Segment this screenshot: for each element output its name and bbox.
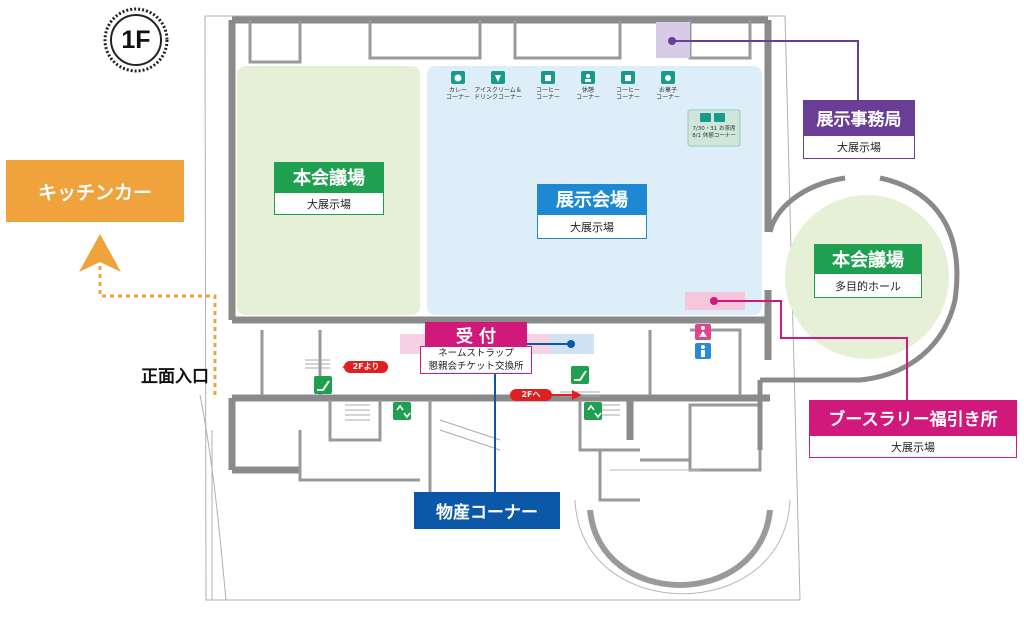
from-2f-label: 2Fより [352,362,380,371]
rest-line-2: コーナー [575,94,600,101]
coffee-2-line-1: コーヒー [615,87,640,94]
escalator-icon [571,366,589,384]
to-2f-arrow-head [572,390,582,400]
office-subtitle: 大展示場 [803,135,915,159]
coffee-1-line-1: コーヒー [535,87,560,94]
rest-icon [581,71,595,84]
multipurpose-title: 本会議場 [814,244,922,273]
tea-corner-label: 7/30・31 お茶席 8/1 休憩コーナー [688,126,740,140]
restroom-male-icon [695,343,711,359]
sweets-line-2: コーナー [655,94,680,101]
reception-line-1: ネームストラップ [438,348,514,359]
restroom-female-icon [695,324,711,340]
building-outline [199,15,801,601]
annex-walls [757,175,960,450]
main-hall-large-title: 本会議場 [274,162,384,192]
to-2f-tag [510,389,552,401]
sweets-label: お菓子 コーナー [648,87,688,101]
sweets-line-1: お菓子 [658,87,677,94]
tea-line-1: 7/30・31 お茶席 [692,126,736,132]
curry-line-1: カレー [448,87,467,94]
kitchen-car-arrow [79,234,121,272]
rotunda [587,509,773,588]
kitchen-car-title: キッチンカー [6,160,184,222]
ice-cream-label: アイスクリーム＆ ドリンクコーナー [474,87,522,101]
reception-line-2: 懇親会チケット交換所 [428,361,524,372]
rest-line-1: 休憩 [581,87,594,94]
ice-cream-line-1: アイスクリーム＆ [474,87,522,94]
coffee-2-line-2: コーナー [615,94,640,101]
sweets-icon [661,71,675,84]
main-hall-large-subtitle: 大展示場 [274,192,384,215]
ice-cream-icon [491,71,505,84]
coffee-icon [541,71,555,84]
entrance-label: 正面入口 [141,367,209,387]
coffee-label-2: コーヒー コーナー [608,87,648,101]
lottery-title: ブースラリー福引き所 [809,400,1017,435]
curry-icon [451,71,465,84]
rotunda-lines [574,469,791,595]
coffee-icon [621,71,635,84]
office-leader-line [672,40,859,100]
tea-line-2: 8/1 休憩コーナー [692,133,736,139]
lottery-leader-line [714,300,908,400]
walls [228,16,772,474]
curry-label: カレー コーナー [438,87,478,101]
escalator-icon [314,376,332,394]
floor-label: 1F [121,26,151,54]
reception-info: ネームストラップ 懇親会チケット交換所 [420,346,532,374]
office-title: 展示事務局 [803,100,915,135]
lottery-subtitle: 大展示場 [809,435,1017,458]
coffee-label-1: コーヒー コーナー [528,87,568,101]
exhibition-subtitle: 大展示場 [537,214,647,239]
kitchen-car-route [98,262,217,395]
coffee-1-line-2: コーナー [535,94,560,101]
ice-cream-line-2: ドリンクコーナー [474,94,523,101]
reception-title: 受 付 [425,322,527,347]
elevator-icon [393,402,411,420]
floor-badge [110,14,162,66]
tea-icon [700,113,725,122]
multipurpose-subtitle: 多目的ホール [814,273,922,298]
rest-label: 休憩 コーナー [568,87,608,101]
elevator-icon [584,402,602,420]
to-2f-label: 2Fへ [521,390,541,399]
curry-line-2: コーナー [445,94,470,101]
exhibition-title: 展示会場 [537,184,647,214]
goods-title: 物産コーナー [414,492,560,529]
from-2f-tag [344,361,388,373]
floor-badge-ring [103,7,169,73]
